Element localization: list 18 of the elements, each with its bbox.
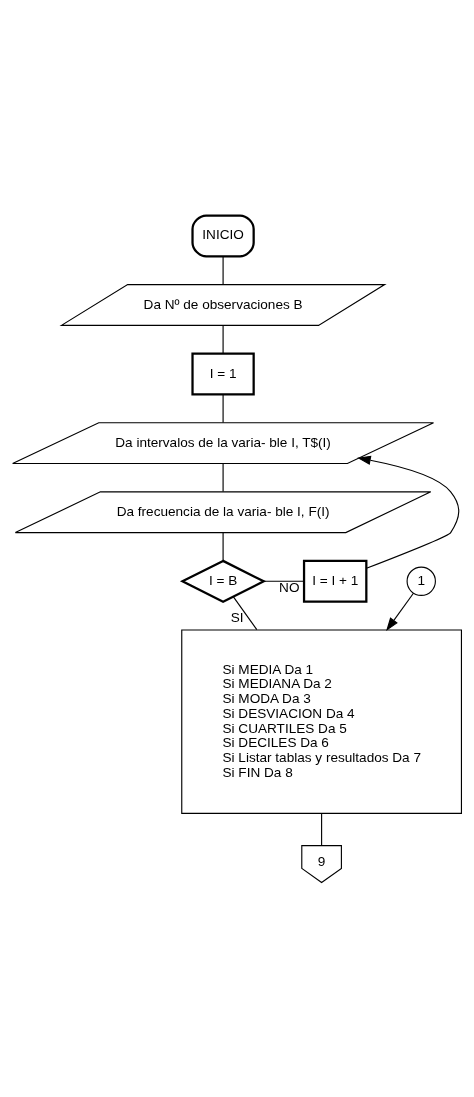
edge-label: SI — [230, 609, 244, 625]
edge-label: NO — [279, 579, 300, 595]
node-box: Si MEDIA Da 1 Si MEDIANA Da 2 Si MODA Da 3 Si DESVIACION Da 4 Si CUARTILES Da 5 Si DECILES Da 6 Si Listar tablas y resultados Da 7 Si FIN Da 8 — [181, 628, 462, 814]
arrow — [386, 592, 414, 631]
connector — [222, 462, 224, 492]
connector — [222, 255, 224, 285]
arrow — [357, 455, 460, 569]
connector — [232, 595, 258, 630]
connector — [222, 531, 224, 561]
node-box: INICIO — [191, 213, 255, 257]
node-diamond: I = B — [179, 559, 267, 603]
node-circle: 1 — [406, 566, 436, 596]
connector — [321, 812, 323, 846]
node-box: I = I + 1 — [302, 559, 368, 603]
connector — [222, 393, 224, 423]
connector — [263, 580, 305, 582]
connector — [222, 324, 224, 354]
node-box: I = 1 — [191, 352, 255, 396]
